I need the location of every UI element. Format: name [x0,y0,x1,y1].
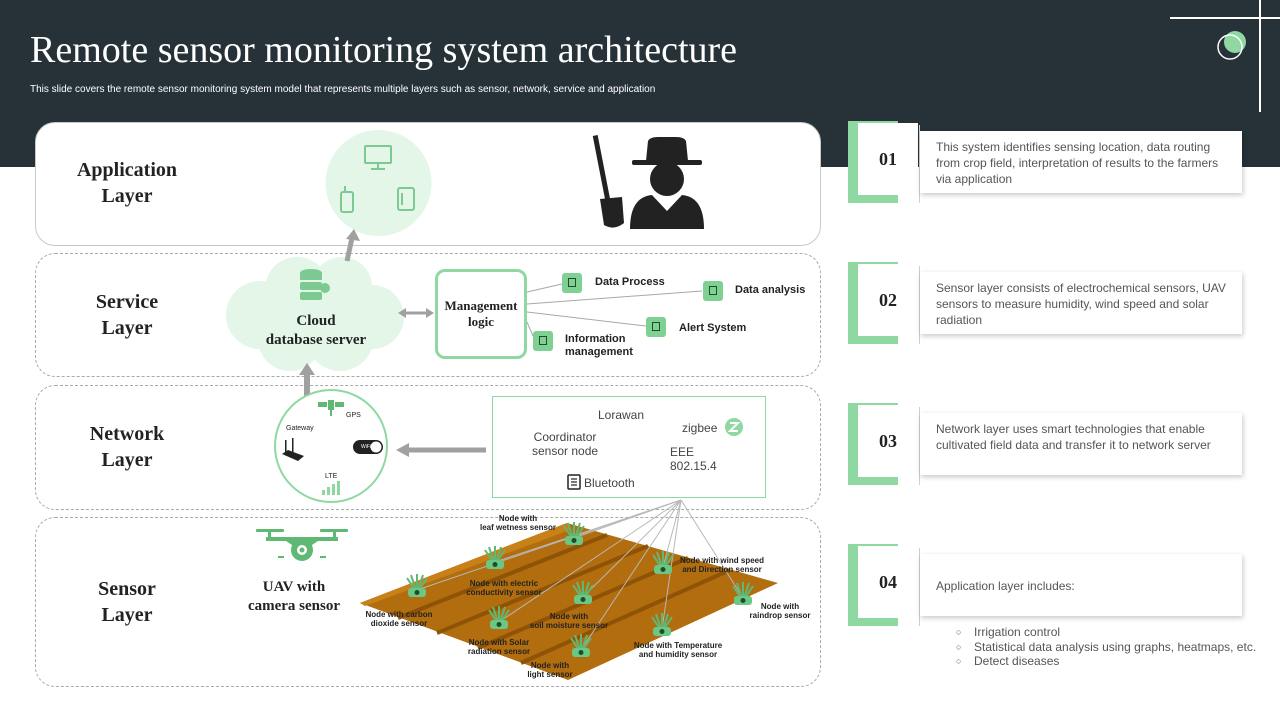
point-04-divider [919,548,920,626]
point-02-text: Sensor layer consists of electrochemical… [936,281,1226,327]
node-leaf-wetness-label: Node with leaf wetness sensor [479,514,557,532]
list-item: Statistical data analysis using graphs, … [956,640,1256,655]
devices-circle [325,130,432,236]
point-02-divider [919,266,920,344]
bluetooth-label: Bluetooth [584,476,635,490]
network-layer-label: Network Layer [89,423,165,471]
gateway-label: Gateway [286,425,314,432]
network-technologies-box [492,396,766,498]
point-01-card: This system identifies sensing location,… [920,131,1242,193]
node-solar-radiation-label: Node with Solar radiation sensor [467,638,531,656]
application-features-list: Irrigation control Statistical data anal… [956,625,1256,669]
lte-label: LTE [325,473,338,480]
technology-to-network-arrow [396,443,486,457]
data-process-label: Data Process [595,276,665,288]
wifi-label: WiFi [361,444,371,450]
node-electric-conductivity-label: Node with electric conductivity sensor [466,579,542,597]
signal-bars-icon [322,481,340,495]
satellite-icon [318,396,344,416]
application-layer-label: Application Layer [76,159,178,207]
page-title: Remote sensor monitoring system architec… [30,29,738,71]
cloud-database-server-label: Cloud database server [265,313,367,348]
wifi-device-icon [352,437,384,457]
list-item: Detect diseases [956,654,1256,669]
point-01-text: This system identifies sensing location,… [936,140,1219,186]
point-03-number: 03 [858,405,918,477]
bluetooth-icon [567,474,581,490]
cloud-shape [222,255,408,373]
point-04-text: Application layer includes: [936,579,1075,593]
information-management-label: Information management [565,333,633,358]
list-item: Irrigation control [956,625,1256,640]
point-04-number: 04 [858,546,918,618]
tablet-icon [397,187,415,211]
point-01-number: 01 [858,123,918,195]
point-03-text: Network layer uses smart technologies th… [936,422,1211,452]
service-to-application-arrow [338,228,362,262]
sensor-layer-label: Sensor Layer [98,578,156,626]
router-icon [280,436,306,462]
database-icon [297,268,333,308]
node-soil-moisture-label: Node with soil moisture sensor [529,612,609,630]
page-subtitle: This slide covers the remote sensor moni… [30,84,656,95]
information-management-icon [533,331,553,351]
uav-camera-sensor-label: UAV with camera sensor [247,579,341,614]
point-03-divider [919,407,920,485]
ieee-label: EEE 802.15.4 [670,445,717,473]
data-analysis-icon [703,281,723,301]
node-wind-speed-label: Node with wind speed and Direction senso… [679,556,764,574]
person-icon [630,137,704,229]
gps-label: GPS [346,412,361,419]
lorawan-label: Lorawan [598,408,645,422]
farmer-icon [592,133,710,233]
shovel-icon [592,135,624,228]
mobile-phone-icon [340,186,354,213]
alert-system-label: Alert System [679,322,747,334]
monitor-icon [364,145,392,170]
corner-decoration [1170,0,1280,112]
management-logic-box: Management logic [435,269,527,359]
point-03-card: Network layer uses smart technologies th… [920,413,1242,475]
cloud-management-arrow [398,306,434,320]
point-01-divider [919,125,920,203]
zigbee-label: zigbee [682,421,718,435]
point-02-number: 02 [858,264,918,336]
data-process-icon [562,273,582,293]
node-temperature-humidity-label: Node with Temperature and humidity senso… [633,641,723,659]
data-analysis-label: Data analysis [735,284,806,296]
coordinator-sensor-node-label: Coordinator sensor node [532,430,599,458]
alert-system-icon [646,317,666,337]
service-layer-label: Service Layer [95,291,159,339]
drone-icon [256,528,348,564]
node-light-label: Node with light sensor [527,661,573,679]
node-carbon-dioxide-label: Node with carbon dioxide sensor [365,610,433,628]
point-04-card: Application layer includes: [920,554,1242,616]
node-raindrop-label: Node with raindrop sensor [749,602,811,620]
management-logic-label: Management logic [444,298,518,329]
point-02-card: Sensor layer consists of electrochemical… [920,272,1242,334]
zigbee-icon [725,418,743,436]
